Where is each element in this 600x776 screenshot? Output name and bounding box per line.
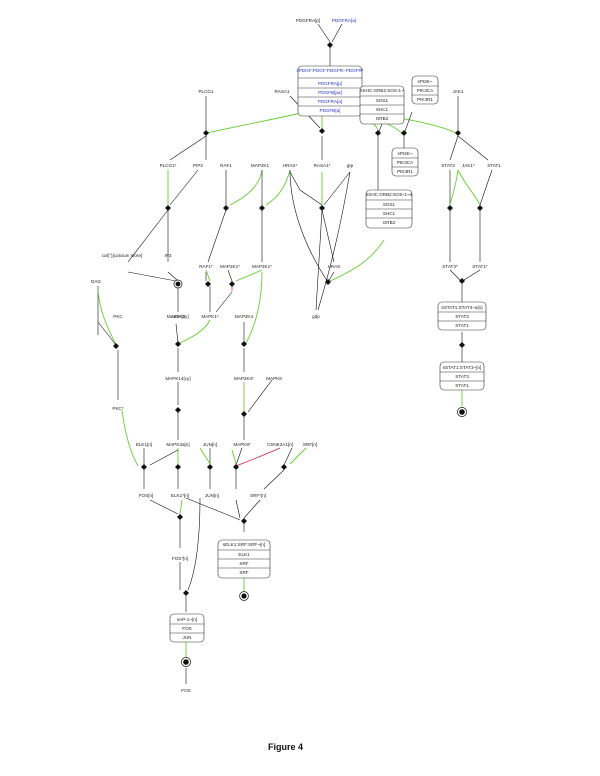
node-label: RAF1* bbox=[199, 264, 213, 269]
node-label: MAP2K1* bbox=[252, 264, 272, 269]
node-label: gdp bbox=[312, 314, 320, 319]
node-label: MAP2K1 bbox=[251, 163, 270, 168]
complex-row: SHC1 bbox=[376, 107, 389, 112]
node-label: MAPK1* bbox=[201, 314, 219, 319]
complex-stat-b: sSTAT1:STAT3~[n] STAT3 STAT1 bbox=[439, 361, 485, 391]
node-label: JUN[n] bbox=[203, 442, 217, 447]
complex-stat-a: sSTAT1:STAT3~a[n] STAT3 STAT1 bbox=[437, 301, 487, 331]
node-label: MAPK14[cy] bbox=[165, 376, 190, 381]
complex-row: PIK3CA bbox=[397, 160, 414, 165]
node-label: PDGFRA[p] bbox=[296, 18, 320, 23]
complex-shc: sSHC:GRB2:SOS-1~ SOS1 SHC1 GRB2 bbox=[359, 85, 405, 125]
sink-nodes bbox=[173, 279, 467, 667]
complex-elk-srf: sELK1:SRF:SRF~[n] ELK1 SRF SRF bbox=[217, 539, 271, 579]
complex-title: sELK1:SRF:SRF~[n] bbox=[223, 542, 265, 547]
node-label: MAP2K3 bbox=[167, 314, 186, 319]
node-label: MAP2K1* bbox=[220, 264, 240, 269]
node-label: cal(°)[calcium store] bbox=[102, 253, 142, 258]
node-label: STAT3* bbox=[442, 264, 458, 269]
complex-row: STAT3 bbox=[455, 314, 469, 319]
node-label: MAP2K4* bbox=[234, 376, 254, 381]
node-label: ELK1[n] bbox=[136, 442, 152, 447]
complex-row: STAT3 bbox=[455, 374, 469, 379]
node-label: MAP2K4 bbox=[235, 314, 254, 319]
reaction-nodes bbox=[113, 42, 483, 596]
complex-row: SRF bbox=[239, 561, 248, 566]
complex-title: sSTAT1:STAT3~a[n] bbox=[441, 305, 482, 310]
complex-row: SOS1 bbox=[376, 98, 389, 103]
node-label: HRAS* bbox=[283, 163, 298, 168]
complex-title: sSHC:GRB2:SOS-1~ bbox=[360, 88, 404, 93]
complex-pi3k: sPI3K~ PIK3CA PIK3R1 bbox=[411, 75, 439, 105]
complex-row: SHC1 bbox=[383, 211, 396, 216]
complex-title: sPDGF:PDGF:PDGFR:‑PDGFR* bbox=[296, 68, 363, 73]
node-label: ca2+[cy] bbox=[171, 314, 188, 319]
node-label: DAG bbox=[91, 279, 101, 284]
node-label: JAK1 bbox=[453, 89, 464, 94]
complex-row: GRB2 bbox=[376, 116, 389, 121]
sink-elk-srf bbox=[239, 591, 249, 601]
node-label: PIP2 bbox=[193, 163, 203, 168]
node-label: IP3 bbox=[165, 253, 172, 258]
complex-row: PDGFRA[a] bbox=[318, 99, 342, 104]
node-label: FOS bbox=[181, 688, 190, 693]
node-label: SRF*[n] bbox=[250, 493, 266, 498]
node-label: MAPK8* bbox=[233, 442, 251, 447]
complex-pi3k-active: sPI3K~ PIK3CA PIK3R1 bbox=[391, 147, 419, 177]
figure-caption: Figure 4 bbox=[268, 742, 303, 752]
node-label: ELK1*[n] bbox=[171, 493, 189, 498]
species-labels: PDGFRA[p] PDGFRA[a] PLCG1 RASA1 JAK1 PLC… bbox=[91, 18, 501, 693]
node-label: PLCG1 bbox=[198, 89, 214, 94]
node-label: PDGFRA[a] bbox=[332, 18, 356, 23]
node-label: RASA1 bbox=[274, 89, 290, 94]
node-label: PKC* bbox=[112, 406, 123, 411]
complex-row: PIK3R1 bbox=[397, 169, 413, 174]
node-label: RASA1* bbox=[314, 163, 331, 168]
node-label: STAT1 bbox=[487, 163, 501, 168]
complex-row: PIK3R1 bbox=[417, 97, 433, 102]
complex-row: GRB2 bbox=[383, 220, 396, 225]
complex-row: STAT1 bbox=[455, 323, 469, 328]
complex-title: sSTAT1:STAT3~[n] bbox=[443, 365, 482, 370]
node-label: STAT3 bbox=[441, 163, 455, 168]
node-label: MAPK8 bbox=[266, 376, 282, 381]
sink-ap1 bbox=[181, 657, 191, 667]
complex-title: sSHC:GRB2:SOS-1~a bbox=[366, 192, 413, 197]
complex-row: SOS1 bbox=[383, 202, 396, 207]
edges bbox=[97, 23, 493, 684]
node-label: STAT1* bbox=[472, 264, 488, 269]
node-label: SRF[n] bbox=[303, 442, 317, 447]
complex-row: JUN bbox=[183, 635, 192, 640]
complex-row: SRF bbox=[239, 570, 248, 575]
complex-row: STAT1 bbox=[455, 383, 469, 388]
complex-title: sPI3K~ bbox=[418, 79, 433, 84]
complex-row: PDGFB[pa] bbox=[318, 90, 342, 95]
node-label: FOS*[n] bbox=[172, 556, 188, 561]
node-label: JUN[n] bbox=[205, 493, 219, 498]
complex-shc-active: sSHC:GRB2:SOS-1~a SOS1 SHC1 GRB2 bbox=[365, 189, 413, 229]
node-label: PLCG1* bbox=[160, 163, 177, 168]
complex-row: PDGFB[a] bbox=[320, 108, 341, 113]
sink-stat bbox=[457, 407, 467, 417]
complex-pdgf: sPDGF:PDGF:PDGFR:‑PDGFR* PDGFRA[p] PDGFB… bbox=[296, 65, 364, 117]
complex-title: sPI3K~ bbox=[398, 151, 413, 156]
complex-row: FOS bbox=[182, 626, 191, 631]
complex-row: ELK1 bbox=[238, 552, 250, 557]
node-label: CSNK2A1[n] bbox=[267, 442, 293, 447]
node-label: HRAS bbox=[328, 264, 341, 269]
node-label: PKC bbox=[113, 314, 123, 319]
node-label: FOS[n] bbox=[139, 493, 154, 498]
complex-title: sAP-1~[n] bbox=[177, 617, 197, 622]
node-label: RAF1 bbox=[220, 163, 232, 168]
complex-ap1: sAP-1~[n] FOS JUN bbox=[169, 613, 205, 643]
complex-row: PDGFRA[p] bbox=[318, 81, 342, 86]
sink-ip3 bbox=[173, 279, 183, 289]
node-label: gtp bbox=[347, 163, 354, 168]
node-label: MAPK3a[n] bbox=[166, 442, 189, 447]
node-label: JAK1* bbox=[462, 163, 475, 168]
complex-row: PIK3CA bbox=[417, 88, 434, 93]
